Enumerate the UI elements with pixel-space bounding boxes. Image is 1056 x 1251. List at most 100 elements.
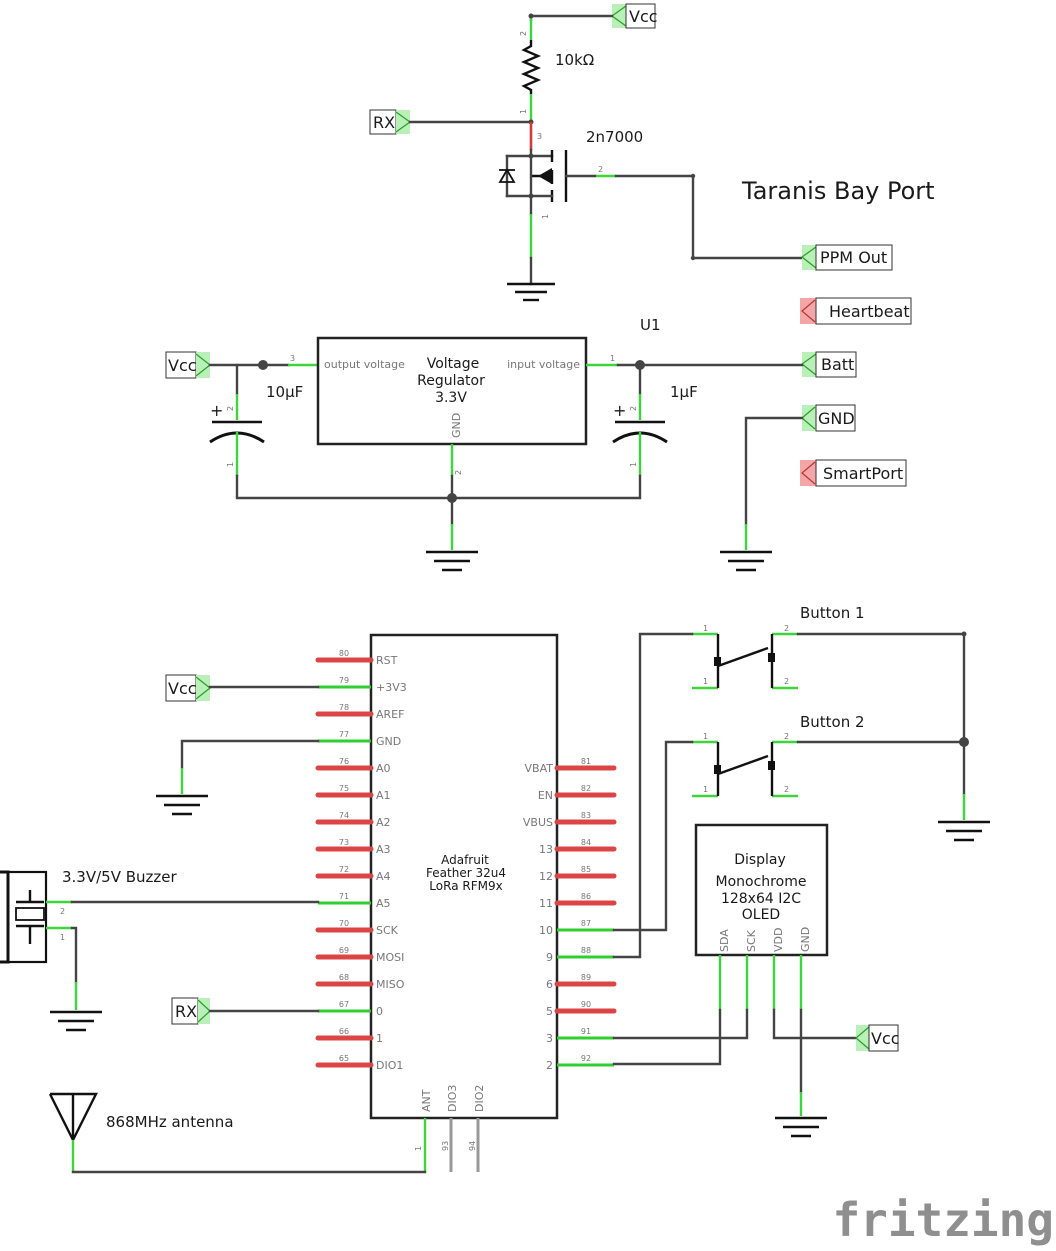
cap-left-value: 10µF bbox=[266, 383, 303, 401]
display-name-3: 128x64 I2C bbox=[721, 891, 801, 907]
regulator-pin-1: 1 bbox=[610, 354, 615, 363]
voltage-regulator[interactable]: Voltage Regulator 3.3V output voltage in… bbox=[316, 336, 588, 446]
feather-pin-name: SCK bbox=[376, 924, 399, 937]
feather-right-pin[interactable]: 292 bbox=[546, 1054, 614, 1072]
feather-pin-name: EN bbox=[538, 789, 553, 802]
ground-symbol-buttons bbox=[938, 820, 990, 842]
feather-pin-dio2-num: 94 bbox=[468, 1141, 477, 1151]
net-label-text: Vcc bbox=[168, 679, 197, 698]
net-label-heartbeat[interactable]: Heartbeat bbox=[800, 297, 912, 325]
button-1[interactable]: Button 1 1 2 1 2 bbox=[692, 604, 865, 690]
net-label-gnd[interactable]: GND bbox=[801, 404, 856, 432]
feather-board[interactable]: Adafruit Feather 32u4 LoRa RFM9x bbox=[369, 633, 559, 1120]
feather-pin-name: MISO bbox=[376, 978, 405, 991]
feather-pin-name: AREF bbox=[376, 708, 404, 721]
feather-pin-num: 90 bbox=[581, 1000, 591, 1009]
mosfet-2n7000[interactable]: 3 2 1 2n7000 bbox=[498, 122, 643, 258]
feather-right-pin[interactable]: 988 bbox=[546, 946, 614, 964]
net-label-text: Vcc bbox=[629, 7, 658, 26]
feather-pin-name: A2 bbox=[376, 816, 391, 829]
antenna-868mhz[interactable]: 868MHz antenna bbox=[48, 1092, 234, 1172]
feather-pin-name: 11 bbox=[539, 897, 553, 910]
net-label-text: RX bbox=[373, 113, 395, 132]
net-label-text: GND bbox=[818, 409, 855, 428]
net-label-vcc-top[interactable]: Vcc bbox=[610, 3, 658, 29]
ground-symbol-display bbox=[775, 1116, 827, 1138]
regulator-ref: U1 bbox=[640, 316, 661, 334]
feather-pin-num: 70 bbox=[339, 919, 349, 928]
cap-right-plus: + bbox=[613, 401, 626, 420]
net-label-vcc-regulator[interactable]: Vcc bbox=[165, 351, 211, 379]
net-label-rx-top[interactable]: RX bbox=[369, 109, 412, 135]
feather-pin-ant: ANT bbox=[420, 1089, 433, 1112]
oled-display[interactable]: Display Monochrome 128x64 I2C OLED SDA S… bbox=[694, 823, 829, 1010]
feather-bottom-pins: ANT DIO3 DIO2 1 93 94 bbox=[414, 1085, 486, 1172]
net-label-text: Heartbeat bbox=[829, 302, 910, 321]
feather-pin-name: VBUS bbox=[523, 816, 553, 829]
display-pin-vdd: VDD bbox=[772, 928, 785, 952]
net-label-smartport[interactable]: SmartPort bbox=[800, 459, 907, 487]
button-1-pin-b: 2 bbox=[784, 624, 789, 633]
feather-pin-num: 84 bbox=[581, 838, 591, 847]
resistor-10k[interactable]: 10kΩ 2 1 bbox=[519, 31, 594, 120]
net-label-ppm-out[interactable]: PPM Out bbox=[800, 244, 893, 271]
feather-pin-num: 92 bbox=[581, 1054, 591, 1063]
feather-pin-name: RST bbox=[376, 654, 398, 667]
net-label-batt[interactable]: Batt bbox=[800, 351, 857, 378]
feather-pin-name: 3 bbox=[546, 1032, 553, 1045]
net-label-vcc-display[interactable]: Vcc bbox=[855, 1024, 900, 1052]
button-1-label: Button 1 bbox=[800, 604, 865, 622]
feather-pin-num: 91 bbox=[581, 1027, 591, 1036]
regulator-pin-out-label: output voltage bbox=[324, 358, 405, 371]
page-title: Taranis Bay Port bbox=[741, 177, 935, 205]
net-label-rx-feather[interactable]: RX bbox=[171, 997, 211, 1025]
feather-left-pin[interactable]: 166 bbox=[315, 1027, 383, 1045]
buzzer-pin-2: 2 bbox=[60, 907, 65, 916]
net-label-vcc-feather[interactable]: Vcc bbox=[165, 674, 211, 702]
regulator-pin-in-label: input voltage bbox=[507, 358, 580, 371]
feather-right-pin[interactable]: 590 bbox=[546, 1000, 617, 1018]
button-2[interactable]: Button 2 1 2 1 2 bbox=[692, 713, 865, 798]
ground-symbol-feather bbox=[156, 794, 208, 816]
regulator-pin-2: 2 bbox=[454, 470, 463, 475]
feather-left-pin[interactable]: SCK 70 bbox=[315, 919, 399, 937]
buzzer[interactable]: 3.3V/5V Buzzer 2 1 bbox=[0, 868, 178, 964]
feather-pin-num: 65 bbox=[339, 1054, 349, 1063]
feather-right-pin[interactable]: 3 91 bbox=[546, 1027, 614, 1045]
feather-pin-name: A5 bbox=[376, 897, 391, 910]
feather-right-pin[interactable]: 689 bbox=[546, 973, 617, 991]
feather-pin-name: VBAT bbox=[525, 762, 554, 775]
feather-pin-name: 1 bbox=[376, 1032, 383, 1045]
mosfet-label: 2n7000 bbox=[586, 128, 643, 146]
button-1-pin-a: 1 bbox=[703, 624, 708, 633]
capacitor-10uf[interactable]: + 10µF 2 1 bbox=[209, 363, 303, 476]
button-2-label: Button 2 bbox=[800, 713, 865, 731]
feather-name-2: Feather 32u4 bbox=[426, 866, 506, 880]
feather-left-pin[interactable]: 067 bbox=[318, 1000, 383, 1018]
ground-symbol-regulator bbox=[426, 550, 478, 572]
capacitor-1uf[interactable]: + 1µF 2 1 bbox=[612, 363, 698, 476]
feather-pin-num: 83 bbox=[581, 811, 591, 820]
feather-right-pin[interactable]: VBUS 83 bbox=[523, 811, 617, 829]
regulator-name-2: Regulator bbox=[417, 373, 485, 389]
